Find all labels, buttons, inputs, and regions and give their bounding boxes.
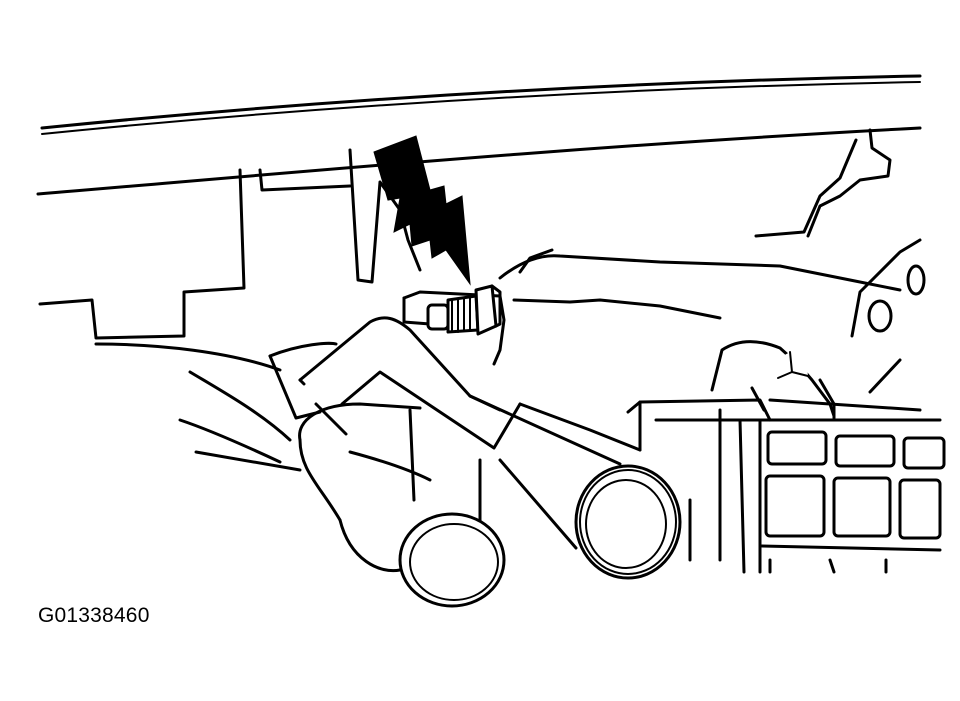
upper-body-panel xyxy=(36,74,922,196)
coolant-tube xyxy=(268,316,682,580)
lower-tube xyxy=(298,402,506,608)
bleeder-fitting xyxy=(426,284,502,336)
component-line-drawing xyxy=(36,74,946,608)
right-bracket xyxy=(754,128,926,394)
figure-reference-code: G01338460 xyxy=(38,604,150,627)
pipe-flange xyxy=(402,248,902,366)
right-housing xyxy=(626,340,946,574)
left-crossmember xyxy=(38,148,422,472)
callout-arrow-icon xyxy=(373,135,471,286)
